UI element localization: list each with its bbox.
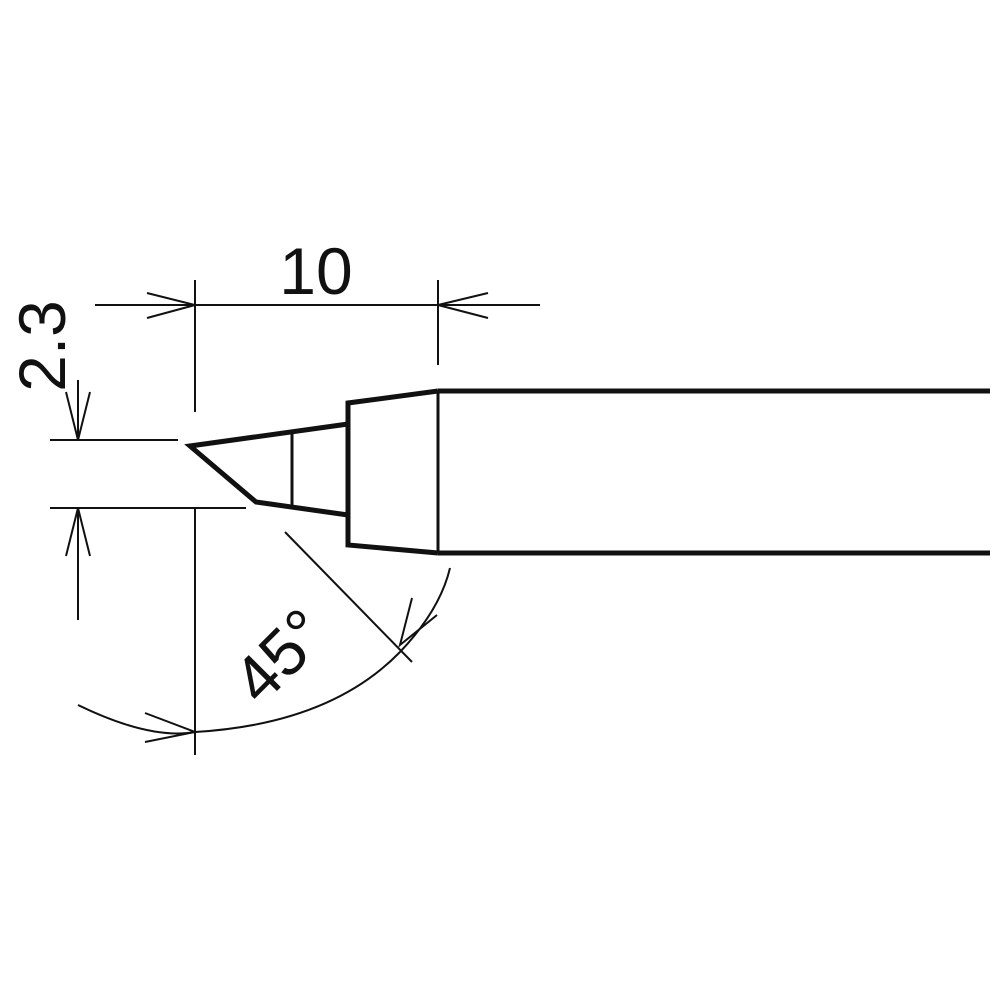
length-label: 10 <box>279 234 352 308</box>
arrow-right-icon <box>437 292 489 319</box>
diameter-label: 2.3 <box>5 300 79 392</box>
arrow-arc-right-icon <box>398 597 438 648</box>
angle-arc <box>77 704 196 735</box>
length-dimension: 10 <box>95 234 540 412</box>
extension-line-bevel <box>284 531 413 663</box>
angle-arc-upper <box>399 567 451 653</box>
angle-dimension: 45° <box>77 508 451 755</box>
arrow-left-icon <box>146 292 199 319</box>
bevel-top-edge <box>184 421 349 518</box>
diameter-dimension: 2.3 <box>5 300 246 620</box>
angle-label: 45° <box>218 594 341 717</box>
arrow-arc-left-icon <box>144 712 199 743</box>
angle-arc-main <box>194 651 401 733</box>
arrow-up-icon <box>65 507 91 557</box>
tip-outline <box>184 388 990 556</box>
taper-outline <box>345 388 439 556</box>
arrow-down-icon <box>65 391 91 441</box>
